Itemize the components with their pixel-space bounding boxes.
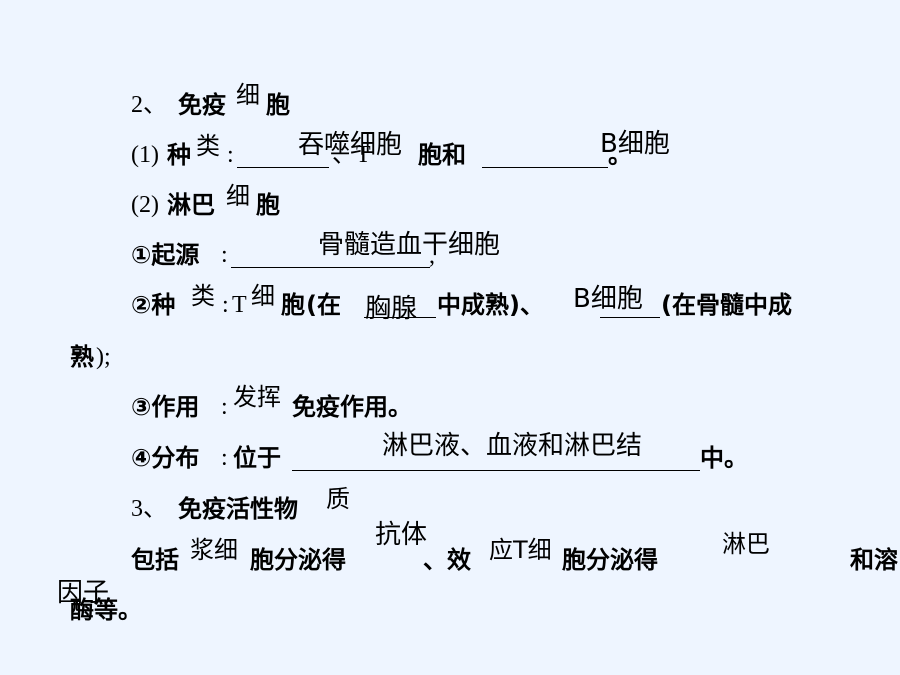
answer-text: 应T细 xyxy=(489,536,552,564)
answer-blank xyxy=(364,317,436,318)
answer-text: 胸腺 xyxy=(365,294,418,324)
answer-text: 吞噬细胞 xyxy=(298,130,403,160)
body-text: 、效 xyxy=(423,546,471,574)
section-title: 免疫 xyxy=(178,91,226,119)
body-text: 胞和 xyxy=(418,141,466,169)
body-text: 胞分泌得 xyxy=(562,546,658,574)
item-label: ④分布 xyxy=(131,444,200,472)
section-title-raised: 细 xyxy=(236,81,260,109)
body-text: (在骨髓中成 xyxy=(661,291,792,319)
colon: : xyxy=(221,445,228,471)
item-label: ③作用 xyxy=(131,393,200,421)
body-text-wrap: 熟 xyxy=(70,343,94,371)
answer-text: 因子 xyxy=(57,578,110,608)
comma: , xyxy=(429,243,435,269)
item-label-raised: 类 xyxy=(191,282,215,310)
item-label: ①起源 xyxy=(131,241,200,269)
label-raised: 类 xyxy=(196,132,220,160)
subsection-prefix: (2) xyxy=(131,192,159,218)
answer-text: 淋巴 xyxy=(722,530,770,558)
body-text-wrap: 酶等。 xyxy=(70,596,142,624)
answer-blank xyxy=(231,267,430,268)
subsection-prefix: (1) xyxy=(131,142,159,168)
subsection-title-end: 胞 xyxy=(256,191,280,219)
answer-text: 骨髓造血干细胞 xyxy=(318,230,501,260)
period: 。 xyxy=(608,141,632,169)
section-title-raised: 质 xyxy=(326,485,350,513)
answer-blank xyxy=(482,167,608,168)
body-text: 免疫作用。 xyxy=(292,393,412,421)
letter-t: T xyxy=(232,292,247,318)
answer-blank xyxy=(237,167,329,168)
body-text: 包括 xyxy=(131,546,179,574)
label-text: 种 xyxy=(167,141,191,169)
answer-text: B细胞 xyxy=(573,284,643,314)
body-text-wrap-end: ); xyxy=(96,344,111,370)
body-text: 胞分泌得 xyxy=(250,546,346,574)
section-number: 3、 xyxy=(131,496,167,522)
body-text: (在 xyxy=(306,291,341,319)
item-label: ②种 xyxy=(131,291,176,319)
body-text: 中。 xyxy=(700,444,748,472)
colon: : xyxy=(222,292,229,318)
answer-text: 浆细 xyxy=(190,536,238,564)
section-title-end: 胞 xyxy=(266,91,290,119)
answer-text: B细胞 xyxy=(600,129,670,159)
body-text: 中成熟)、 xyxy=(437,291,544,319)
section-title: 免疫活性物 xyxy=(178,495,298,523)
subsection-title-raised: 细 xyxy=(226,182,250,210)
answer-text: 抗体 xyxy=(375,520,428,550)
body-text: 胞 xyxy=(281,291,305,319)
answer-blank xyxy=(600,317,660,318)
separator: 、T xyxy=(332,142,371,168)
body-text: 和溶 xyxy=(850,546,898,574)
colon: : xyxy=(221,394,228,420)
answer-blank xyxy=(292,470,700,471)
colon: : xyxy=(221,242,228,268)
raised-char: 细 xyxy=(251,282,275,310)
answer-text: 发挥 xyxy=(233,383,281,411)
colon: : xyxy=(227,142,234,168)
body-text: 位于 xyxy=(233,444,281,472)
section-number: 2、 xyxy=(131,92,167,118)
answer-text: 淋巴液、血液和淋巴结 xyxy=(382,431,643,461)
subsection-title: 淋巴 xyxy=(167,191,215,219)
